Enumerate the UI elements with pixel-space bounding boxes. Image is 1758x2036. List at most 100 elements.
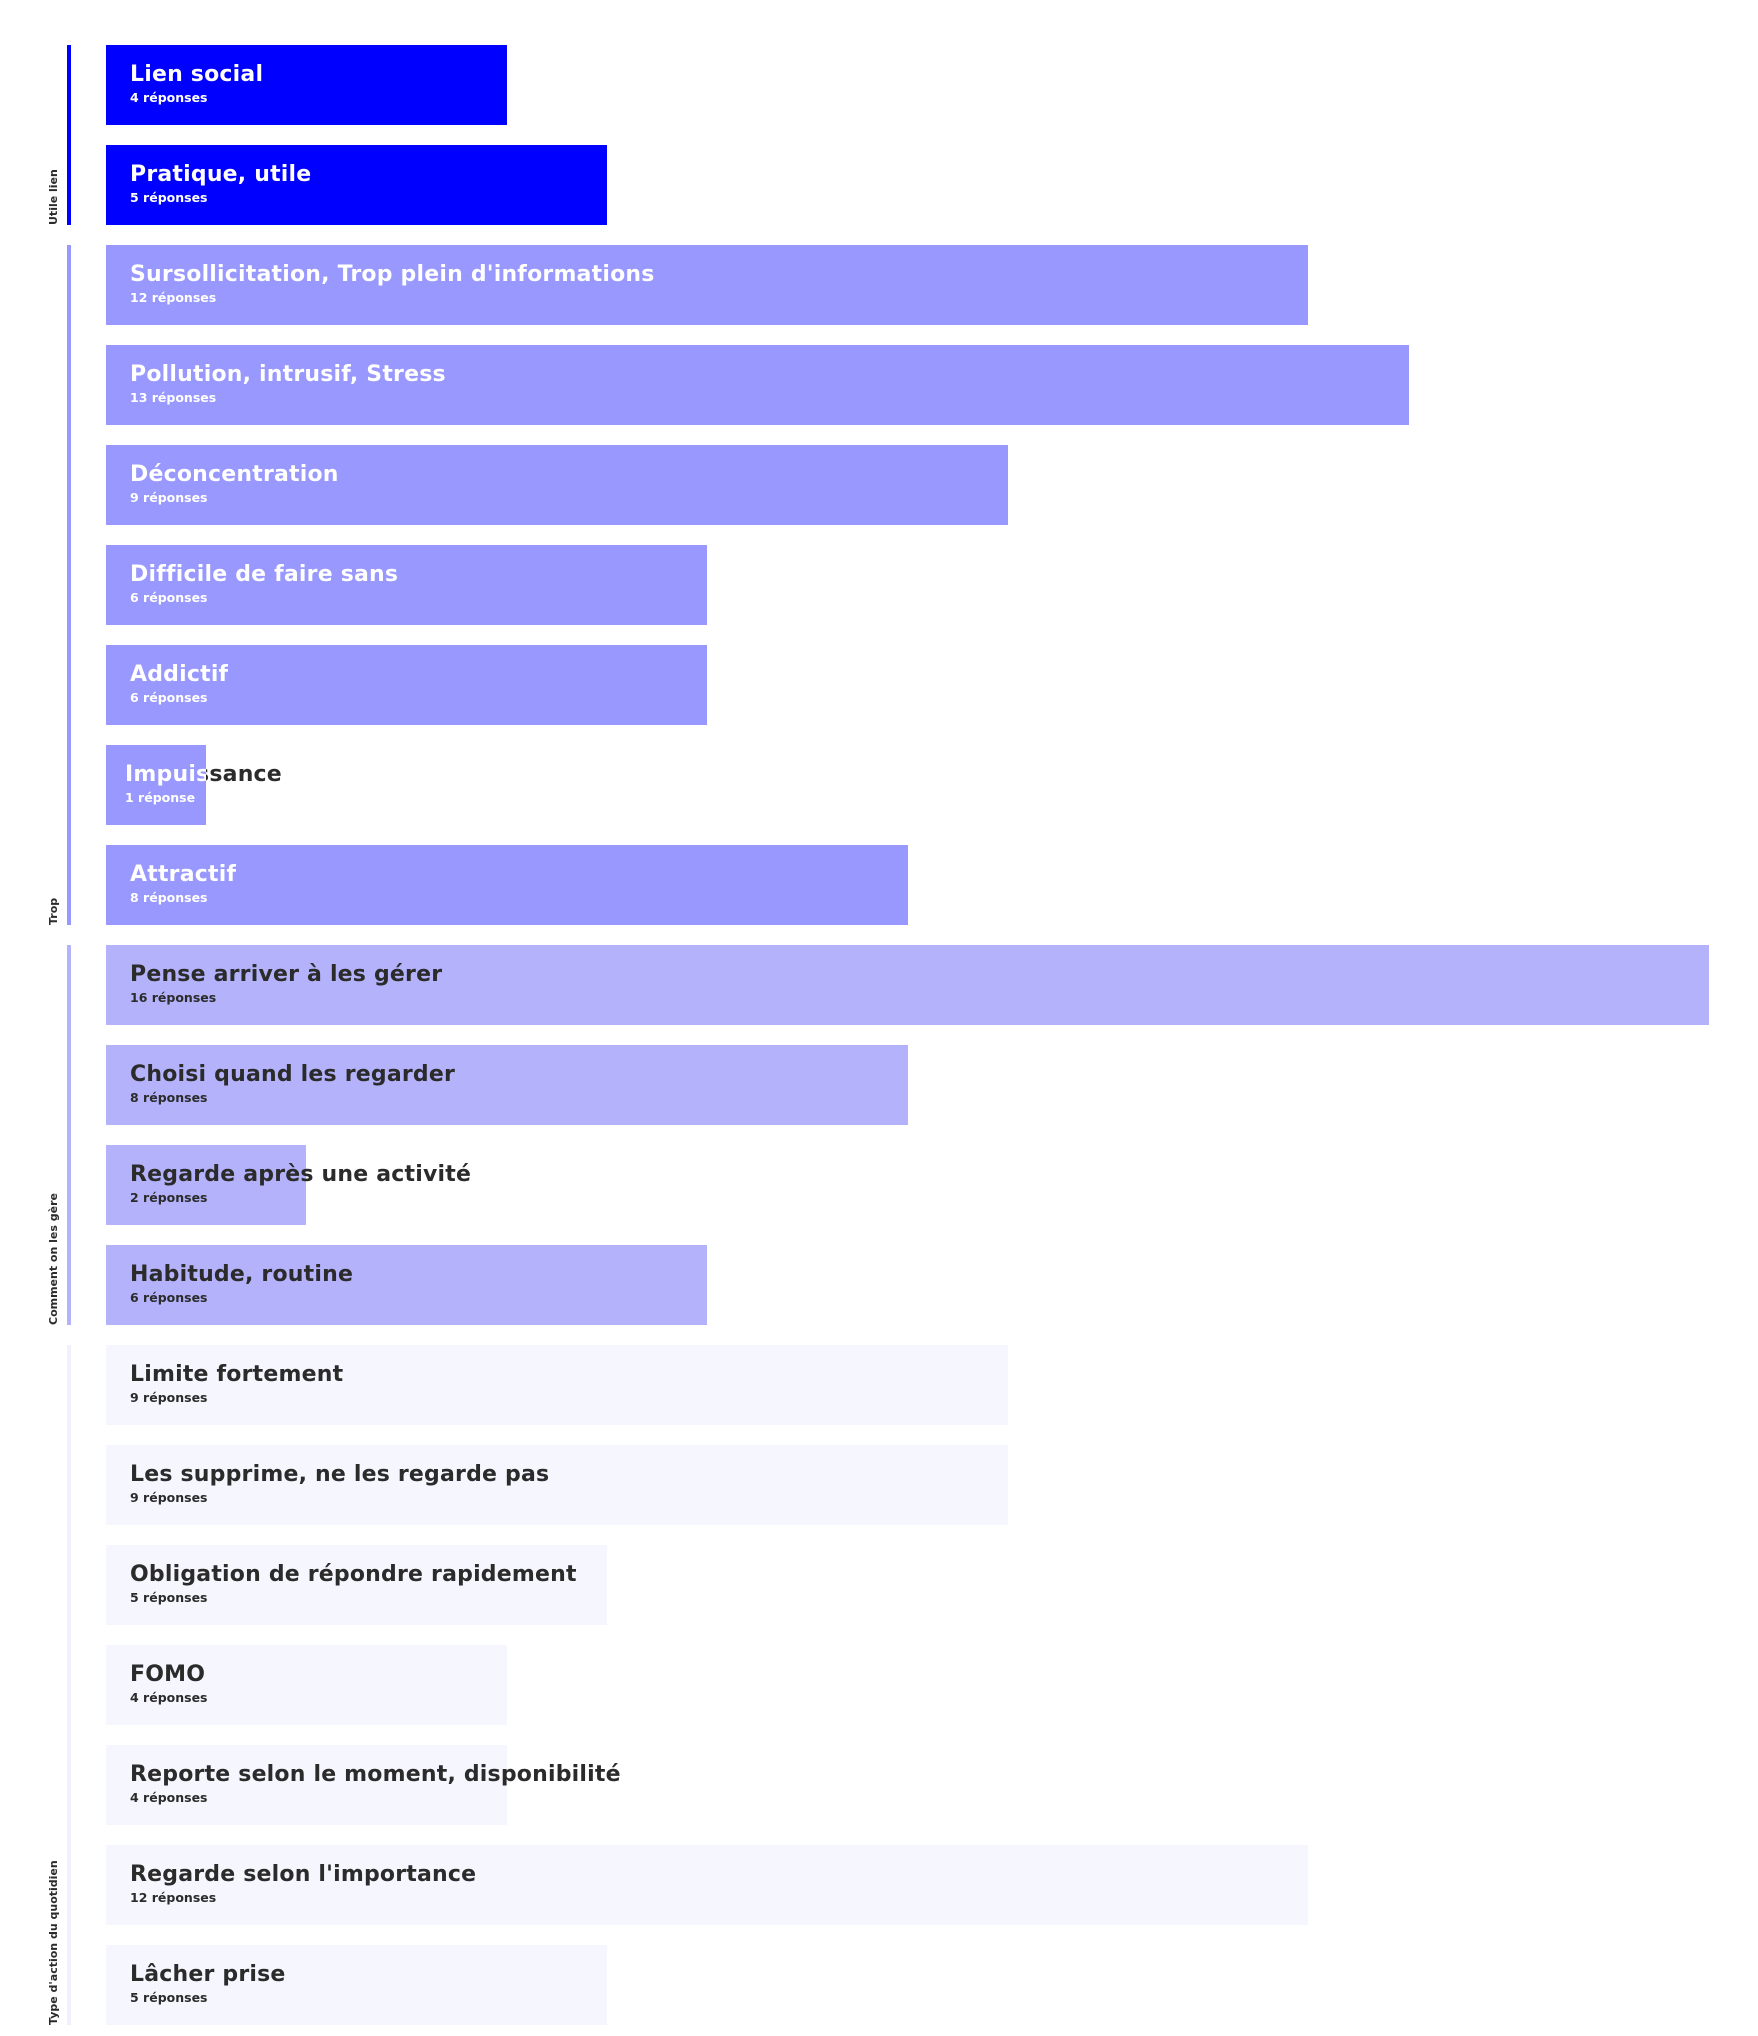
bar-label: Habitude, routine xyxy=(130,1262,354,1287)
bar-label: Choisi quand les regarder xyxy=(130,1062,456,1087)
bar xyxy=(106,845,908,925)
bar xyxy=(106,1445,1008,1525)
bar-count: 4 réponses xyxy=(130,1790,208,1805)
bar xyxy=(106,1745,507,1825)
bar-text: Obligation de répondre rapidement 5 répon… xyxy=(130,1561,577,1606)
bar-count: 8 réponses xyxy=(130,890,208,905)
bar-label: Déconcentration xyxy=(130,462,339,487)
bar-label: Regarde après une activité xyxy=(130,1162,472,1187)
bar-text: Les supprime, ne les regarde pas 9 répons… xyxy=(130,1461,549,1506)
bar-label: Pense arriver à les gérer xyxy=(130,962,443,987)
bar-count: 9 réponses xyxy=(130,1490,208,1505)
bar-row-reporte-selon-le-moment-disponibilite: Reporte selon le moment, disponibilité 4 … xyxy=(106,1745,1709,1825)
bar-text: Lien social 4 réponses xyxy=(130,61,263,106)
bar-row-pratique-utile: Pratique, utile 5 réponses xyxy=(106,145,1709,225)
bar-label: Lâcher prise xyxy=(130,1962,286,1987)
bar-row-lien-social: Lien social 4 réponses xyxy=(106,45,1709,125)
bar-count: 12 réponses xyxy=(130,1890,217,1905)
bar-text: Impuissance 1 réponse xyxy=(125,761,282,806)
bar-row-obligation-de-repondre-rapidement: Obligation de répondre rapidement 5 répon… xyxy=(106,1545,1709,1625)
bar-row-les-supprime-ne-les-regarde-pas: Les supprime, ne les regarde pas 9 répons… xyxy=(106,1445,1709,1525)
bar xyxy=(106,645,707,725)
group-label-comment-on-les-gere: Comment on les gère xyxy=(47,1193,60,1325)
bar xyxy=(106,1345,1008,1425)
bar-count: 6 réponses xyxy=(130,590,208,605)
bar xyxy=(106,1045,908,1125)
bar-label: Addictif xyxy=(130,662,229,687)
bar-count: 16 réponses xyxy=(130,990,217,1005)
bar-text: Pollution, intrusif, Stress 13 réponses xyxy=(130,361,446,406)
bar-count: 5 réponses xyxy=(130,190,208,205)
bar-count: 5 réponses xyxy=(130,1590,208,1605)
bar-row-attractif: Attractif 8 réponses xyxy=(106,845,1709,925)
bar-label: Lien social xyxy=(130,62,264,87)
bar-row-difficile-de-faire-sans: Difficile de faire sans 6 réponses xyxy=(106,545,1709,625)
bar-label: Difficile de faire sans xyxy=(130,562,399,587)
bar xyxy=(106,445,1008,525)
bar-count: 13 réponses xyxy=(130,390,217,405)
bar xyxy=(106,145,607,225)
bar xyxy=(106,1645,507,1725)
bar-text: Déconcentration 9 réponses xyxy=(130,461,339,506)
bar-row-fomo: FOMO 4 réponses xyxy=(106,1645,1709,1725)
bar-row-regarde-apres-une-activite: Regarde après une activité 2 réponses xyxy=(106,1145,1709,1225)
bar-label: FOMO xyxy=(130,1662,206,1687)
bar-text: Limite fortement 9 réponses xyxy=(130,1361,343,1406)
bar xyxy=(106,1845,1308,1925)
group-label-utile-lien: Utile lien xyxy=(47,169,60,225)
bar-label: Pollution, intrusif, Stress xyxy=(130,362,446,387)
bar-text: Regarde après une activité 2 réponses xyxy=(130,1161,471,1206)
group-divider-type-d-action-du-quotidien xyxy=(67,1345,71,2025)
bar-text: Pratique, utile 5 réponses xyxy=(130,161,311,206)
bar-count: 9 réponses xyxy=(130,490,208,505)
group-divider-comment-on-les-gere xyxy=(67,945,71,1325)
bar-count: 4 réponses xyxy=(130,90,208,105)
bar-text: Sursollicitation, Trop plein d'informati… xyxy=(130,261,655,306)
group-label-trop: Trop xyxy=(47,897,60,925)
bar-text: Pense arriver à les gérer 16 réponses xyxy=(130,961,442,1006)
group-divider-trop xyxy=(67,245,71,925)
bar-label: Obligation de répondre rapidement xyxy=(130,1562,577,1587)
bar xyxy=(106,245,1308,325)
bar xyxy=(106,945,1709,1025)
bar-label: Pratique, utile xyxy=(130,162,312,187)
bar-count: 2 réponses xyxy=(130,1190,208,1205)
bar xyxy=(106,1145,306,1225)
bar-label: Attractif xyxy=(130,862,237,887)
bar xyxy=(106,1245,707,1325)
bar-text: Reporte selon le moment, disponibilité 4 … xyxy=(130,1761,621,1806)
bar-row-habitude-routine: Habitude, routine 6 réponses xyxy=(106,1245,1709,1325)
bar-label: Impuissance xyxy=(125,762,282,787)
bar-count: 4 réponses xyxy=(130,1690,208,1705)
bar-text: FOMO 4 réponses xyxy=(130,1661,207,1706)
bar-row-pollution-intrusif-stress: Pollution, intrusif, Stress 13 réponses xyxy=(106,345,1709,425)
bar-label: Regarde selon l'importance xyxy=(130,1862,477,1887)
bar-label: Les supprime, ne les regarde pas xyxy=(130,1462,550,1487)
bar-row-limite-fortement: Limite fortement 9 réponses xyxy=(106,1345,1709,1425)
bar xyxy=(106,345,1409,425)
bar-row-deconcentration: Déconcentration 9 réponses xyxy=(106,445,1709,525)
bar xyxy=(106,1545,607,1625)
bar-count: 6 réponses xyxy=(130,1290,208,1305)
group-divider-utile-lien xyxy=(67,45,71,225)
bar-count: 9 réponses xyxy=(130,1390,208,1405)
bar-text: Habitude, routine 6 réponses xyxy=(130,1261,353,1306)
bar-label: Reporte selon le moment, disponibilité xyxy=(130,1762,621,1787)
bar-row-regarde-selon-l-importance: Regarde selon l'importance 12 réponses xyxy=(106,1845,1709,1925)
bar-row-impuissance: Impuissance 1 réponse xyxy=(106,745,1709,825)
bar-count: 12 réponses xyxy=(130,290,217,305)
bar-text: Attractif 8 réponses xyxy=(130,861,236,906)
bar-count: 1 réponse xyxy=(125,790,196,805)
bar-text: Regarde selon l'importance 12 réponses xyxy=(130,1861,476,1906)
group-label-type-d-action-du-quotidien: Type d'action du quotidien xyxy=(47,1860,60,2025)
bar-text: Difficile de faire sans 6 réponses xyxy=(130,561,398,606)
bar-label: Limite fortement xyxy=(130,1362,344,1387)
bar xyxy=(106,545,707,625)
